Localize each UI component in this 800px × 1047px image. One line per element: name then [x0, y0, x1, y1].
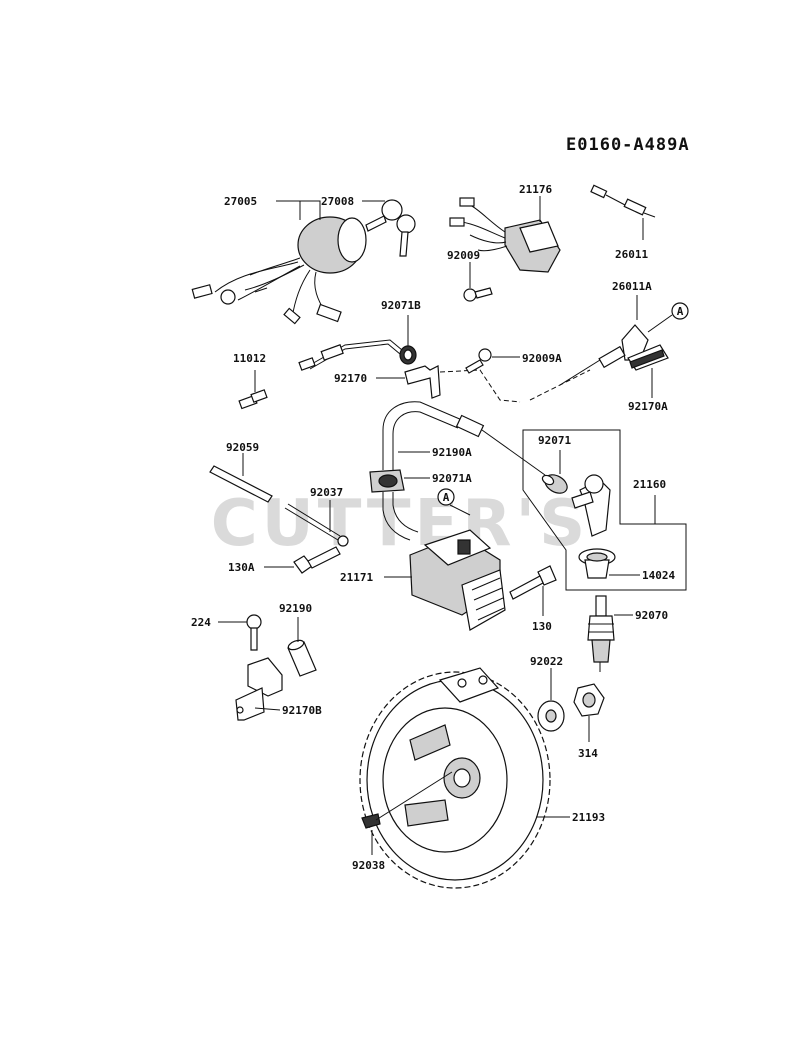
- cap-26011a-part[interactable]: [559, 324, 649, 386]
- label-92071a: 92071A: [432, 472, 472, 485]
- sleeve-92190-part[interactable]: [287, 639, 317, 677]
- key-part[interactable]: [365, 199, 416, 257]
- grommet-92071a-part[interactable]: [369, 469, 405, 493]
- label-21171: 21171: [340, 571, 373, 584]
- label-92190a: 92190A: [432, 446, 472, 459]
- label-92170: 92170: [334, 372, 367, 385]
- bolt-130-part[interactable]: [509, 565, 557, 600]
- rod-92059-part[interactable]: [209, 465, 273, 503]
- bracket-92170b-part[interactable]: [235, 657, 283, 721]
- cap-14024-part[interactable]: [578, 548, 616, 579]
- label-21176: 21176: [519, 183, 552, 196]
- callout-a-mid: A: [437, 488, 455, 506]
- ignition-coil-21171-part[interactable]: [382, 492, 506, 631]
- nut-314-part[interactable]: [573, 683, 605, 717]
- label-14024: 14024: [642, 569, 675, 582]
- label-224: 224: [191, 616, 211, 629]
- ignition-switch-part[interactable]: [191, 216, 367, 325]
- label-92170b: 92170B: [282, 704, 322, 717]
- label-92190: 92190: [279, 602, 312, 615]
- label-92071b: 92071B: [381, 299, 421, 312]
- screw-92009a-part[interactable]: [465, 348, 492, 374]
- label-21193: 21193: [572, 811, 605, 824]
- label-11012: 11012: [233, 352, 266, 365]
- flywheel-21193-part[interactable]: [359, 667, 551, 889]
- label-130: 130: [532, 620, 552, 633]
- screw-92009-part[interactable]: [463, 287, 493, 302]
- watermark: CUTTER'S: [211, 487, 589, 561]
- bolt-130a-part[interactable]: [293, 546, 341, 574]
- label-130a: 130A: [228, 561, 255, 574]
- cap-92071-part[interactable]: [541, 471, 571, 497]
- label-92037: 92037: [310, 486, 343, 499]
- label-92170a: 92170A: [628, 400, 668, 413]
- clip-92170a-part[interactable]: [627, 344, 669, 371]
- pin-11012-part[interactable]: [238, 389, 268, 410]
- label-314: 314: [578, 747, 598, 760]
- label-92022: 92022: [530, 655, 563, 668]
- ignition-module-part[interactable]: [449, 197, 561, 273]
- lead-26011-part[interactable]: [590, 184, 656, 218]
- woodruff-key-92038-part[interactable]: [361, 813, 381, 829]
- label-92038: 92038: [352, 859, 385, 872]
- label-92059: 92059: [226, 441, 259, 454]
- label-27008: 27008: [321, 195, 354, 208]
- bracket-92170-part[interactable]: [404, 365, 441, 399]
- wire-lead-part[interactable]: [298, 339, 403, 371]
- label-27005: 27005: [224, 195, 257, 208]
- label-92009: 92009: [447, 249, 480, 262]
- label-92009a: 92009A: [522, 352, 562, 365]
- washer-92022-part[interactable]: [537, 700, 565, 732]
- label-92070: 92070: [635, 609, 668, 622]
- label-26011a: 26011A: [612, 280, 652, 293]
- callout-a-top: A: [671, 302, 689, 320]
- plug-cap-21160-part[interactable]: [571, 474, 611, 537]
- pin-92037-part[interactable]: [284, 503, 349, 547]
- spark-plug-92070-part[interactable]: [587, 595, 615, 672]
- svg-text:A: A: [677, 305, 684, 318]
- diagram-code: E0160-A489A: [566, 135, 690, 155]
- label-21160: 21160: [633, 478, 666, 491]
- label-92071: 92071: [538, 434, 571, 447]
- ht-cord-92190a-part[interactable]: [382, 401, 546, 476]
- screw-224-part[interactable]: [246, 614, 262, 651]
- grommet-92071b-part[interactable]: [399, 345, 417, 365]
- svg-text:A: A: [443, 491, 450, 504]
- label-26011: 26011: [615, 248, 648, 261]
